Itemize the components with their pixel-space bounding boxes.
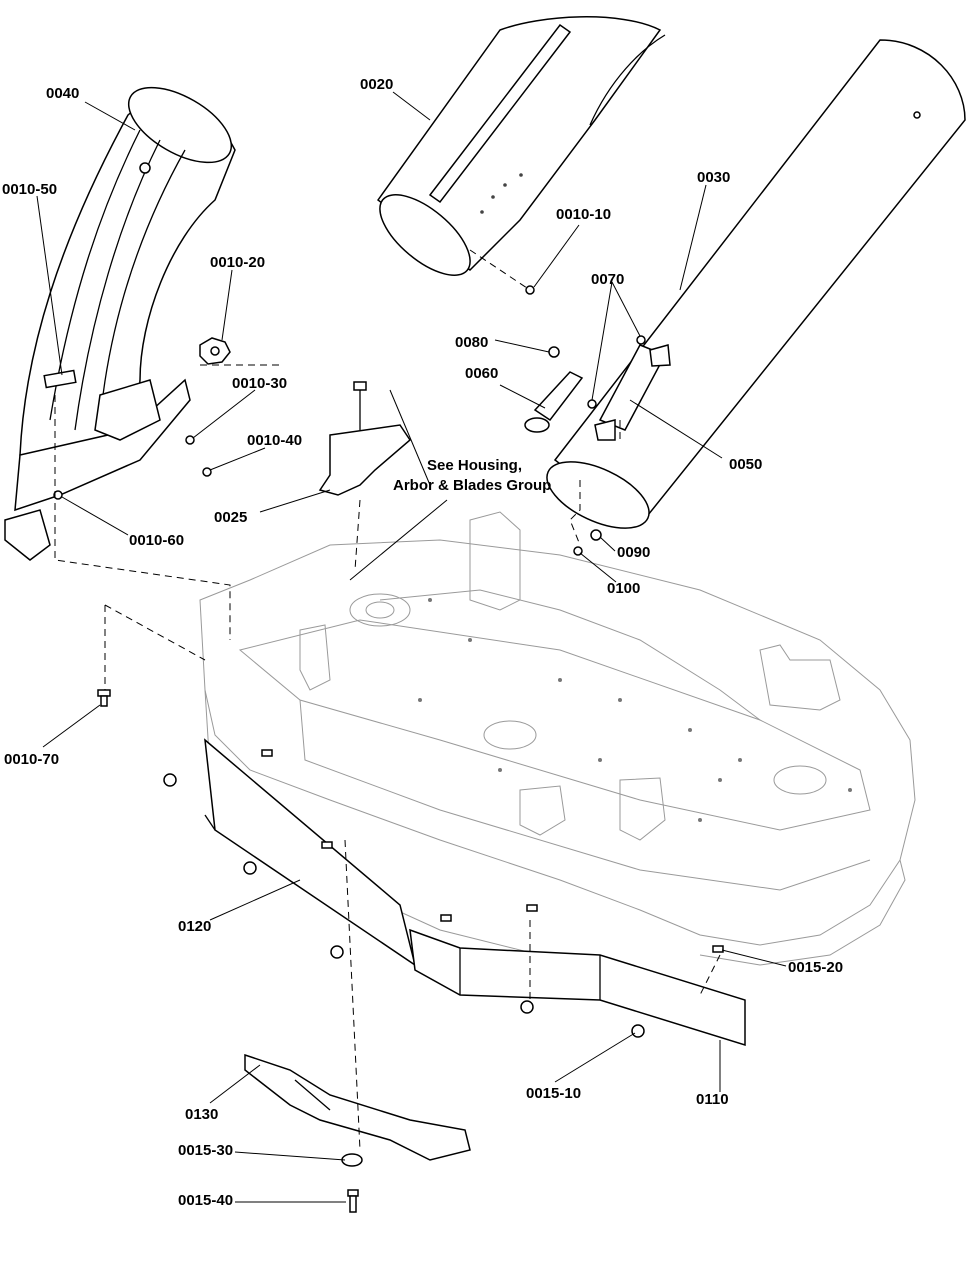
callout-0100: 0100	[607, 580, 640, 597]
callout-0130: 0130	[185, 1106, 218, 1123]
callout-0010-70: 0010-70	[4, 751, 59, 768]
mower-deck-housing	[199, 511, 916, 981]
bolt-0010-70	[97, 689, 111, 707]
nut-0010-30	[185, 435, 195, 445]
assembly-lines	[54, 249, 721, 1151]
tube-upper-0020	[376, 16, 666, 276]
nut-0070a	[587, 399, 597, 409]
callout-0025: 0025	[214, 509, 247, 526]
latch-0060	[524, 371, 584, 433]
callout-0110: 0110	[696, 1091, 729, 1108]
baffle-hardware	[163, 749, 724, 1038]
discharge-chute-0040	[4, 86, 236, 561]
nut-0010-60	[53, 490, 63, 500]
nut-0090	[590, 529, 602, 541]
note-line-1: See Housing,	[427, 457, 522, 474]
callout-0010-60: 0010-60	[129, 532, 184, 549]
callout-0015-10: 0015-10	[526, 1085, 581, 1102]
baffle-0110	[409, 928, 746, 1047]
callout-0050: 0050	[729, 456, 762, 473]
callout-0010-40: 0010-40	[247, 432, 302, 449]
deflector-0025	[318, 381, 411, 496]
bracket-0050	[594, 344, 671, 441]
nut-0070b	[636, 335, 646, 345]
callout-0040: 0040	[46, 85, 79, 102]
tube-long-0030	[546, 39, 966, 529]
nut-0080	[548, 346, 560, 358]
callout-0010-50: 0010-50	[2, 181, 57, 198]
callout-0060: 0060	[465, 365, 498, 382]
callout-0090: 0090	[617, 544, 650, 561]
bolt-0015-40	[347, 1189, 359, 1213]
callout-0010-10: 0010-10	[556, 206, 611, 223]
callout-0080: 0080	[455, 334, 488, 351]
callout-0030: 0030	[697, 169, 730, 186]
callout-labels: 0040 0010-50 0010-20 0010-30 0010-40 001…	[2, 76, 843, 1209]
knob-0010-20	[199, 337, 231, 365]
bolt-0010-40	[202, 467, 212, 477]
callout-0070: 0070	[591, 271, 624, 288]
callout-0015-40: 0015-40	[178, 1192, 233, 1209]
leader-lines	[36, 91, 787, 1203]
callout-0120: 0120	[178, 918, 211, 935]
note-line-2: Arbor & Blades Group	[393, 477, 551, 494]
callout-0010-20: 0010-20	[210, 254, 265, 271]
callout-0015-20: 0015-20	[788, 959, 843, 976]
callout-0010-30: 0010-30	[232, 375, 287, 392]
callout-0020: 0020	[360, 76, 393, 93]
callout-0015-30: 0015-30	[178, 1142, 233, 1159]
